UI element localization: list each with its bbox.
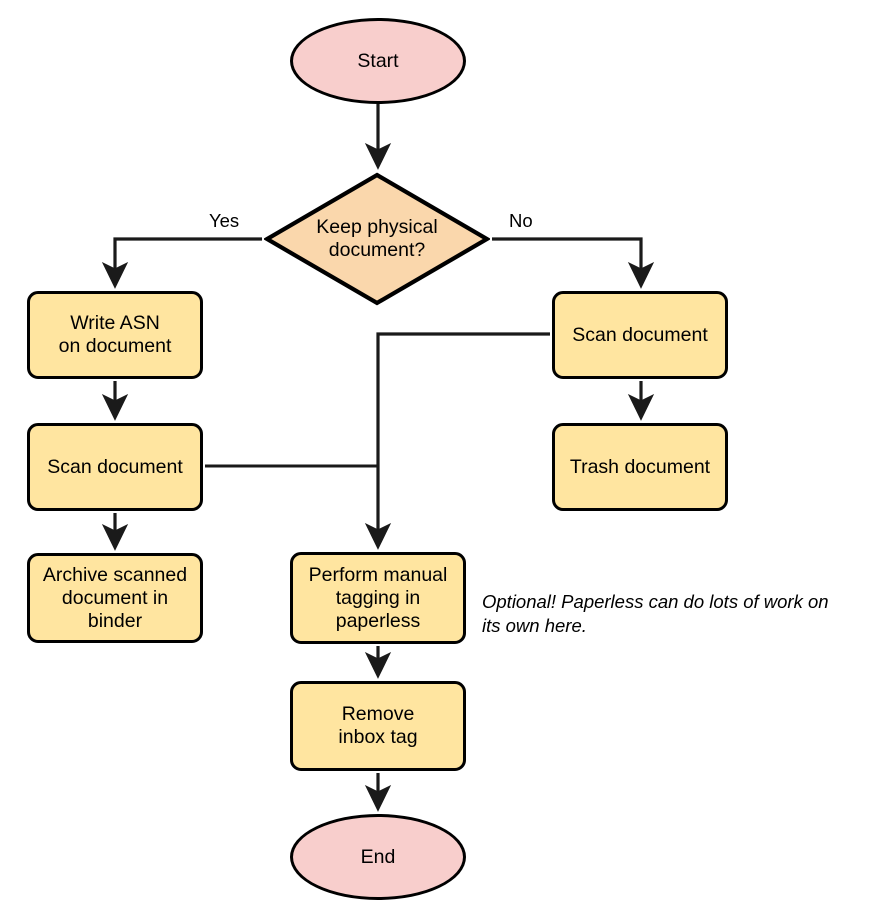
node-archive-scanned-document-in-binder[interactable]: Archive scanned document in binder [27, 553, 203, 643]
edge-scan-right-to-tagging [364, 332, 550, 550]
edge-decision-to-scan-right [492, 237, 655, 289]
node-trash-document-label: Trash document [569, 455, 711, 478]
node-scan-document-right[interactable]: Scan document [552, 291, 728, 379]
node-end-label: End [360, 845, 396, 868]
node-start-label: Start [357, 49, 399, 72]
node-start[interactable]: Start [290, 18, 466, 104]
edge-decision-to-write-asn [101, 237, 262, 289]
node-scan-document-left[interactable]: Scan document [27, 423, 203, 511]
edge-label-yes: Yes [209, 210, 240, 231]
node-perform-manual-tagging-in-paperless-label: Perform manual tagging in paperless [308, 563, 448, 632]
node-keep-physical-document[interactable]: Keep physical document? [264, 172, 490, 306]
node-end[interactable]: End [290, 814, 466, 900]
edge-label-no: No [509, 210, 533, 231]
node-remove-inbox-tag[interactable]: Remove inbox tag [290, 681, 466, 771]
node-scan-document-right-label: Scan document [572, 323, 708, 346]
node-trash-document[interactable]: Trash document [552, 423, 728, 511]
node-remove-inbox-tag-label: Remove inbox tag [338, 703, 418, 748]
annotation-optional-note: Optional! Paperless can do lots of work … [482, 591, 829, 637]
node-perform-manual-tagging-in-paperless[interactable]: Perform manual tagging in paperless [290, 552, 466, 644]
diamond-shape [264, 172, 490, 306]
node-keep-physical-document-label: Keep physical document? [316, 216, 438, 261]
node-archive-scanned-document-in-binder-label: Archive scanned document in binder [42, 563, 188, 632]
node-write-asn-on-document-label: Write ASN on document [58, 312, 172, 357]
node-write-asn-on-document[interactable]: Write ASN on document [27, 291, 203, 379]
node-scan-document-left-label: Scan document [47, 455, 183, 478]
